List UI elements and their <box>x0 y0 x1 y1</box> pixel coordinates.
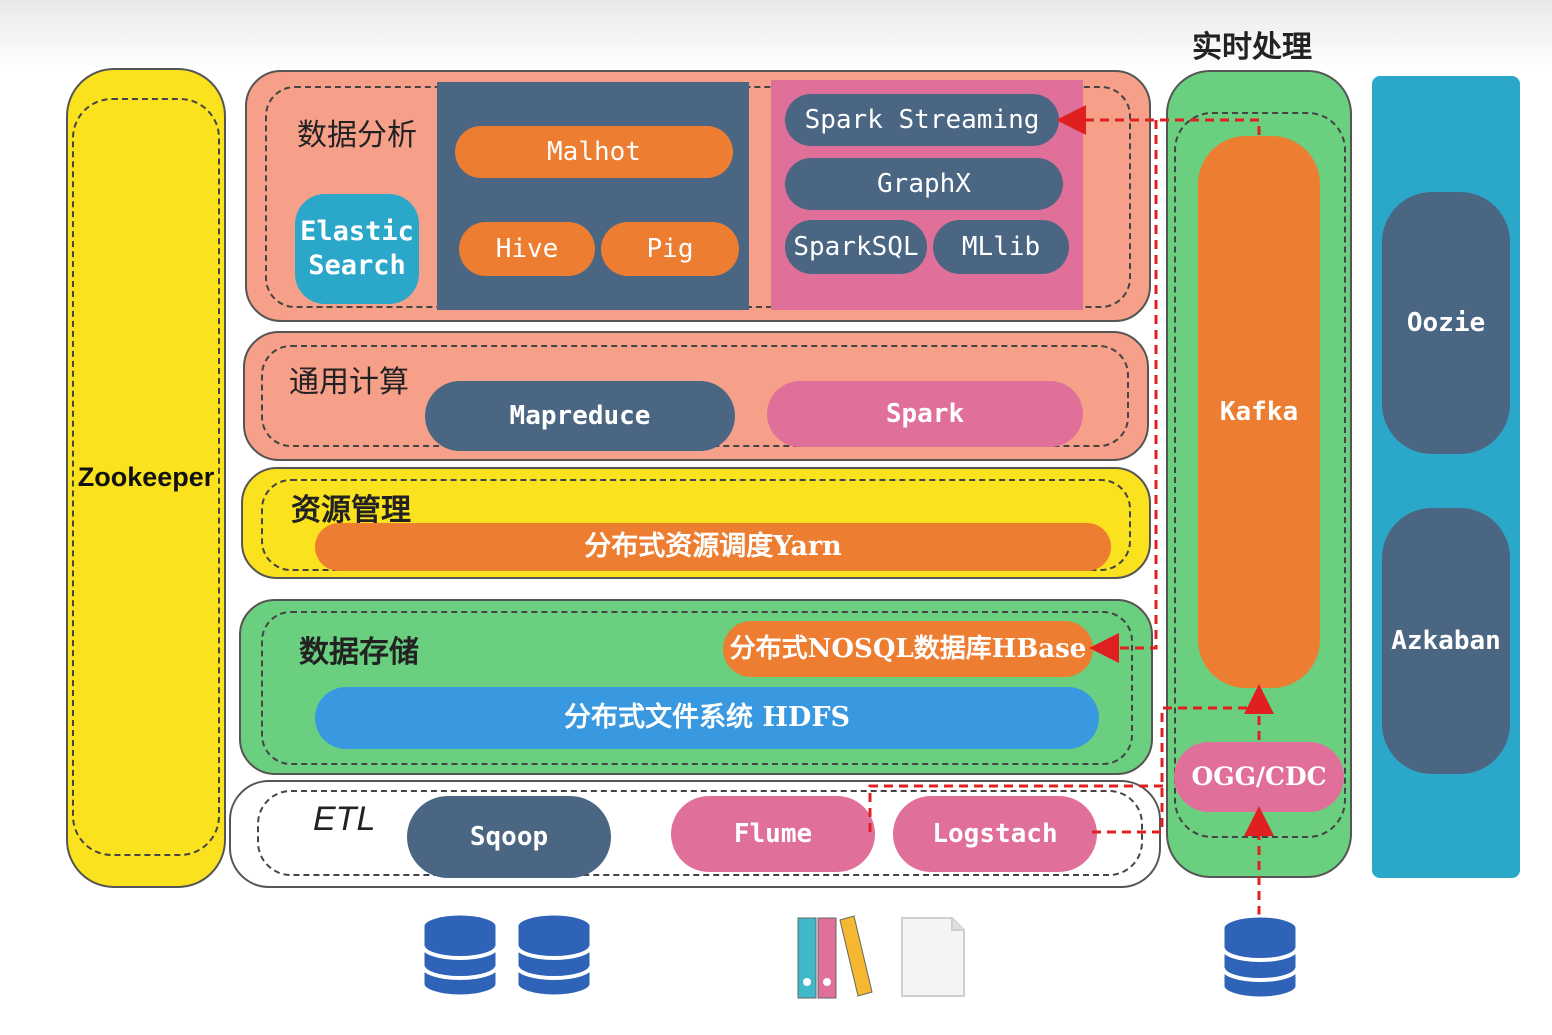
hive-node: Hive <box>459 222 595 276</box>
pig-node: Pig <box>601 222 739 276</box>
kafka-node: Kafka <box>1198 136 1320 688</box>
yarn-node: 分布式资源调度Yarn <box>315 523 1111 571</box>
ogg-cdc-node: OGG/CDC <box>1174 742 1344 812</box>
graphx-node: GraphX <box>785 158 1063 210</box>
malhot-node: Malhot <box>455 126 733 178</box>
resource-layer: 资源管理 分布式资源调度Yarn <box>241 467 1151 579</box>
etl-title: ETL <box>313 800 376 838</box>
spark-node: Spark <box>767 381 1083 447</box>
spark-tools-block: Spark Streaming GraphX SparkSQL MLlib <box>771 80 1083 310</box>
spark-streaming-node: Spark Streaming <box>785 94 1059 146</box>
binders-icon <box>797 915 873 999</box>
database-icon-2 <box>515 912 593 998</box>
flume-node: Flume <box>671 796 875 872</box>
sqoop-node: Sqoop <box>407 796 611 878</box>
compute-title: 通用计算 <box>289 365 409 400</box>
database-icon-1 <box>421 912 499 998</box>
scheduler-panel: Oozie Azkaban <box>1372 76 1520 878</box>
compute-layer: 通用计算 Mapreduce Spark <box>243 331 1149 461</box>
azkaban-node: Azkaban <box>1382 508 1510 774</box>
zookeeper-dashed-border <box>72 98 220 856</box>
hbase-node: 分布式NOSQL数据库HBase <box>723 621 1093 677</box>
oozie-node: Oozie <box>1382 192 1510 454</box>
elastic-line-1: Elastic <box>300 216 414 248</box>
analysis-title: 数据分析 <box>297 118 417 153</box>
hdfs-node: 分布式文件系统 HDFS <box>315 687 1099 749</box>
zookeeper-panel: Zookeeper <box>66 68 226 888</box>
mapreduce-node: Mapreduce <box>425 381 735 451</box>
sparksql-node: SparkSQL <box>785 220 927 274</box>
analysis-layer: 数据分析 Elastic Search Malhot Hive Pig Spar… <box>245 70 1151 322</box>
storage-title: 数据存储 <box>299 635 419 670</box>
realtime-title: 实时处理 <box>1192 30 1312 65</box>
document-icon <box>901 917 965 997</box>
etl-layer: ETL Sqoop Flume Logstach <box>229 780 1161 888</box>
logstach-node: Logstach <box>893 796 1097 872</box>
resource-title: 资源管理 <box>291 493 411 528</box>
database-icon-3 <box>1221 914 1299 1000</box>
realtime-panel: Kafka OGG/CDC <box>1166 70 1352 878</box>
storage-layer: 数据存储 分布式NOSQL数据库HBase 分布式文件系统 HDFS <box>239 599 1153 775</box>
elastic-search-node: Elastic Search <box>295 194 419 304</box>
elastic-line-2: Search <box>308 250 406 281</box>
storage-dashed-border <box>261 611 1133 765</box>
mllib-node: MLlib <box>933 220 1069 274</box>
zookeeper-label: Zookeeper <box>77 462 215 492</box>
hadoop-tools-block: Malhot Hive Pig <box>437 82 749 310</box>
